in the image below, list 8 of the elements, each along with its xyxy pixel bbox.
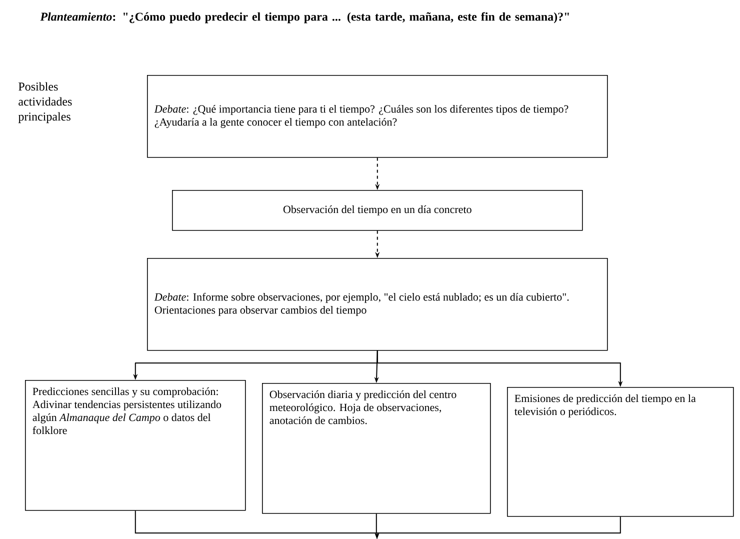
side-label: Posibles actividades principales [18, 82, 72, 124]
activity-box: Emisiones de predicción del tiempo en la televisión o periódicos. [507, 387, 734, 517]
activity-box: Observación diaria y predicción del centro meteorológico. Hoja de observaciones, anotación de cambios. [262, 383, 491, 514]
activity-box: Debate: ¿Qué importancia tiene para ti el tiempo? ¿Cuáles son los diferentes tipos de tiempo? ¿Ayudaría a la gente conocer el tiempo con antelación? [147, 75, 608, 158]
title: Planteamiento: "¿Cómo puedo predecir el tiempo para ... (esta tarde, mañana, este fin de semana)?" [40, 12, 569, 24]
activity-box: Debate: Informe sobre observaciones, por ejemplo, "el cielo está nublado; es un día cubierto". Orientaciones para observar cambios del tiempo [147, 258, 608, 351]
activity-box: Observación del tiempo en un día concreto [172, 190, 583, 231]
activity-box: Predicciones sencillas y su comprobación: Adivinar tendencias persistentes utilizando algún Almanaque del Campo o datos del folklore [25, 380, 246, 511]
